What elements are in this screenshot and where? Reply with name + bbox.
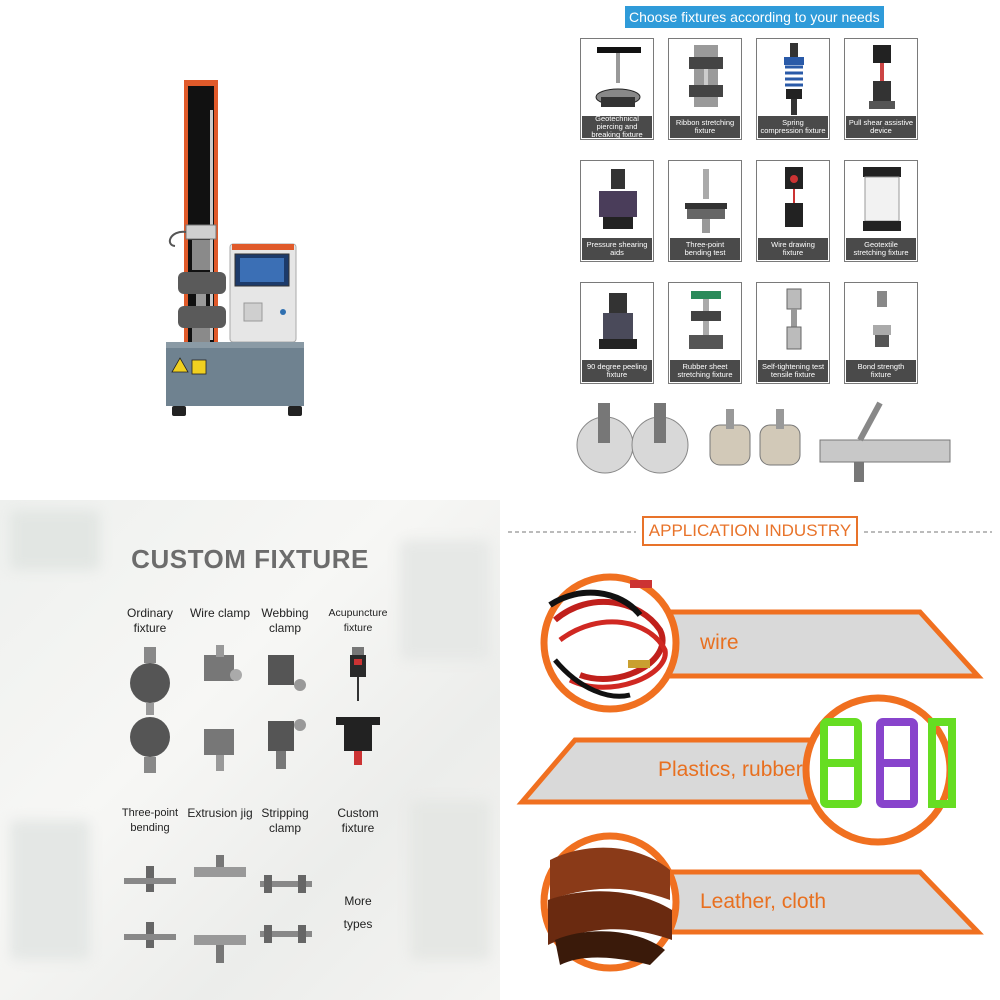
fixture-card: Pull shear assistive device bbox=[844, 38, 918, 140]
fixtures-title: Choose fixtures according to your needs bbox=[625, 6, 884, 28]
fixture-caption: Ribbon stretching fixture bbox=[670, 116, 740, 138]
fixture-card: Geotextile stretching fixture bbox=[844, 160, 918, 262]
fixture-caption: Spring compression fixture bbox=[758, 116, 828, 138]
fixture-caption: Bond strength fixture bbox=[846, 360, 916, 382]
stripping-clamp-image bbox=[260, 875, 312, 943]
machine-photo-panel bbox=[0, 0, 500, 500]
fixture-caption: Wire drawing fixture bbox=[758, 238, 828, 260]
custom-fixture-panel: CUSTOM FIXTURE Ordinary fixture Wire cla… bbox=[0, 500, 500, 1000]
rubber-sheet-image bbox=[689, 291, 723, 349]
fixture-card: Wire drawing fixture bbox=[756, 160, 830, 262]
custom-fixture-title: CUSTOM FIXTURE bbox=[131, 544, 369, 574]
fixtures-panel: Choose fixtures according to your needs … bbox=[500, 0, 1000, 500]
fixture-label: Ordinary fixture bbox=[126, 606, 173, 635]
industry-label-wire: wire bbox=[700, 631, 739, 654]
fixture-caption: Rubber sheet stretching fixture bbox=[670, 360, 740, 382]
fixture-card: Rubber sheet stretching fixture bbox=[668, 282, 742, 384]
fixture-label: Extrusion jig bbox=[187, 806, 253, 820]
fixture-card: Bond strength fixture bbox=[844, 282, 918, 384]
background-blur bbox=[410, 800, 490, 960]
fixture-label: Stripping clamp bbox=[261, 806, 309, 835]
leather-image bbox=[548, 847, 672, 965]
fixture-caption: Three-point bending test bbox=[670, 238, 740, 260]
background-blur bbox=[10, 820, 90, 960]
fixture-label: Custom fixture bbox=[337, 806, 379, 835]
ribbon-fixture-image bbox=[689, 45, 723, 107]
fixture-caption: Pressure shearing aids bbox=[582, 238, 652, 260]
background-blur bbox=[10, 510, 100, 570]
geotechnical-fixture-image bbox=[595, 47, 641, 107]
pressure-shearing-image bbox=[599, 169, 637, 229]
wire-image bbox=[548, 580, 668, 699]
extra-fixtures-image bbox=[576, 401, 951, 482]
self-tightening-image bbox=[786, 288, 802, 350]
fixture-label: Three-point bending bbox=[121, 807, 179, 834]
ordinary-fixture-image bbox=[130, 647, 170, 773]
fixture-card: Pressure shearing aids bbox=[580, 160, 654, 262]
bond-strength-image bbox=[873, 291, 891, 347]
industry-label-leather: Leather, cloth bbox=[700, 890, 827, 913]
fixture-card: Three-point bending test bbox=[668, 160, 742, 262]
fixture-card: Self-tightening test tensile fixture bbox=[756, 282, 830, 384]
more-line: More bbox=[344, 894, 372, 908]
fixture-card: Ribbon stretching fixture bbox=[668, 38, 742, 140]
plastics-image bbox=[820, 718, 956, 808]
fixture-caption: Geotextile stretching fixture bbox=[846, 238, 916, 260]
three-point-bending-image bbox=[685, 169, 727, 233]
geotextile-image bbox=[863, 167, 901, 231]
fixture-card: 90 degree peeling fixture bbox=[580, 282, 654, 384]
webbing-clamp-image bbox=[268, 655, 306, 769]
wire-clamp-image bbox=[204, 645, 242, 771]
industry-label-plastics: Plastics, rubber bbox=[658, 758, 803, 781]
fixture-caption: 90 degree peeling fixture bbox=[582, 360, 652, 382]
extrusion-jig-image bbox=[194, 855, 246, 963]
application-panel: APPLICATION INDUSTRY wir bbox=[500, 500, 1000, 1000]
fixture-caption: Pull shear assistive device bbox=[846, 116, 916, 138]
fixture-label: Wire clamp bbox=[189, 606, 250, 620]
background-blur bbox=[400, 540, 490, 660]
more-line: types bbox=[343, 917, 373, 931]
fixture-card: Spring compression fixture bbox=[756, 38, 830, 140]
three-point-bending-fixture-image bbox=[124, 866, 176, 948]
peeling-fixture-image bbox=[599, 293, 637, 349]
spring-fixture-image bbox=[784, 43, 804, 115]
more-types-text: More types bbox=[330, 890, 386, 936]
tensile-machine-image bbox=[166, 80, 304, 416]
fixture-label: Webbing clamp bbox=[261, 606, 309, 635]
fixture-caption: Geotechnical piercing and breaking fixtu… bbox=[582, 115, 652, 139]
acupuncture-fixture-image bbox=[336, 647, 380, 765]
fixture-label: Acupuncture fixture bbox=[328, 607, 388, 634]
wire-drawing-image bbox=[785, 167, 803, 227]
title-decoration bbox=[508, 531, 992, 533]
fixture-card: Geotechnical piercing and breaking fixtu… bbox=[580, 38, 654, 140]
fixture-caption: Self-tightening test tensile fixture bbox=[758, 360, 828, 382]
industry-bands bbox=[516, 573, 984, 972]
pull-shear-image bbox=[869, 45, 895, 109]
application-title: APPLICATION INDUSTRY bbox=[642, 516, 858, 546]
